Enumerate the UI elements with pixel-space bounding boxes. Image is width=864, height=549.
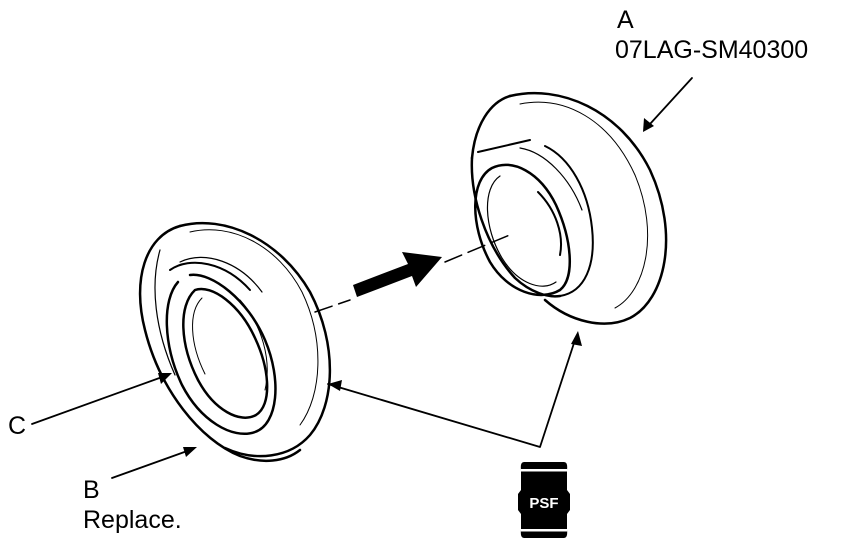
leader-arrowheads [158,118,654,457]
psf-badge-label: PSF [529,495,558,512]
tool-bore [474,163,571,297]
tool-flange-top [470,94,512,160]
install-direction-arrow [353,252,442,297]
seal-lip-c [165,273,277,435]
leader-lines [31,77,693,479]
label-a-part-number: 07LAG-SM40300 [615,36,809,64]
fluid-can-icon: PSF [518,462,570,538]
oil-seal-b [138,221,332,462]
label-b-note: Replace. [83,506,182,534]
seal-outer-rim [178,221,332,458]
alignment-centerline [314,233,513,313]
tool-flange-outline [508,91,668,325]
installer-tool-a [470,91,668,325]
label-a: A [617,6,634,34]
seal-front-face [138,224,302,462]
label-c: C [8,412,27,440]
label-b: B [83,476,100,504]
seal-bore [182,287,269,419]
